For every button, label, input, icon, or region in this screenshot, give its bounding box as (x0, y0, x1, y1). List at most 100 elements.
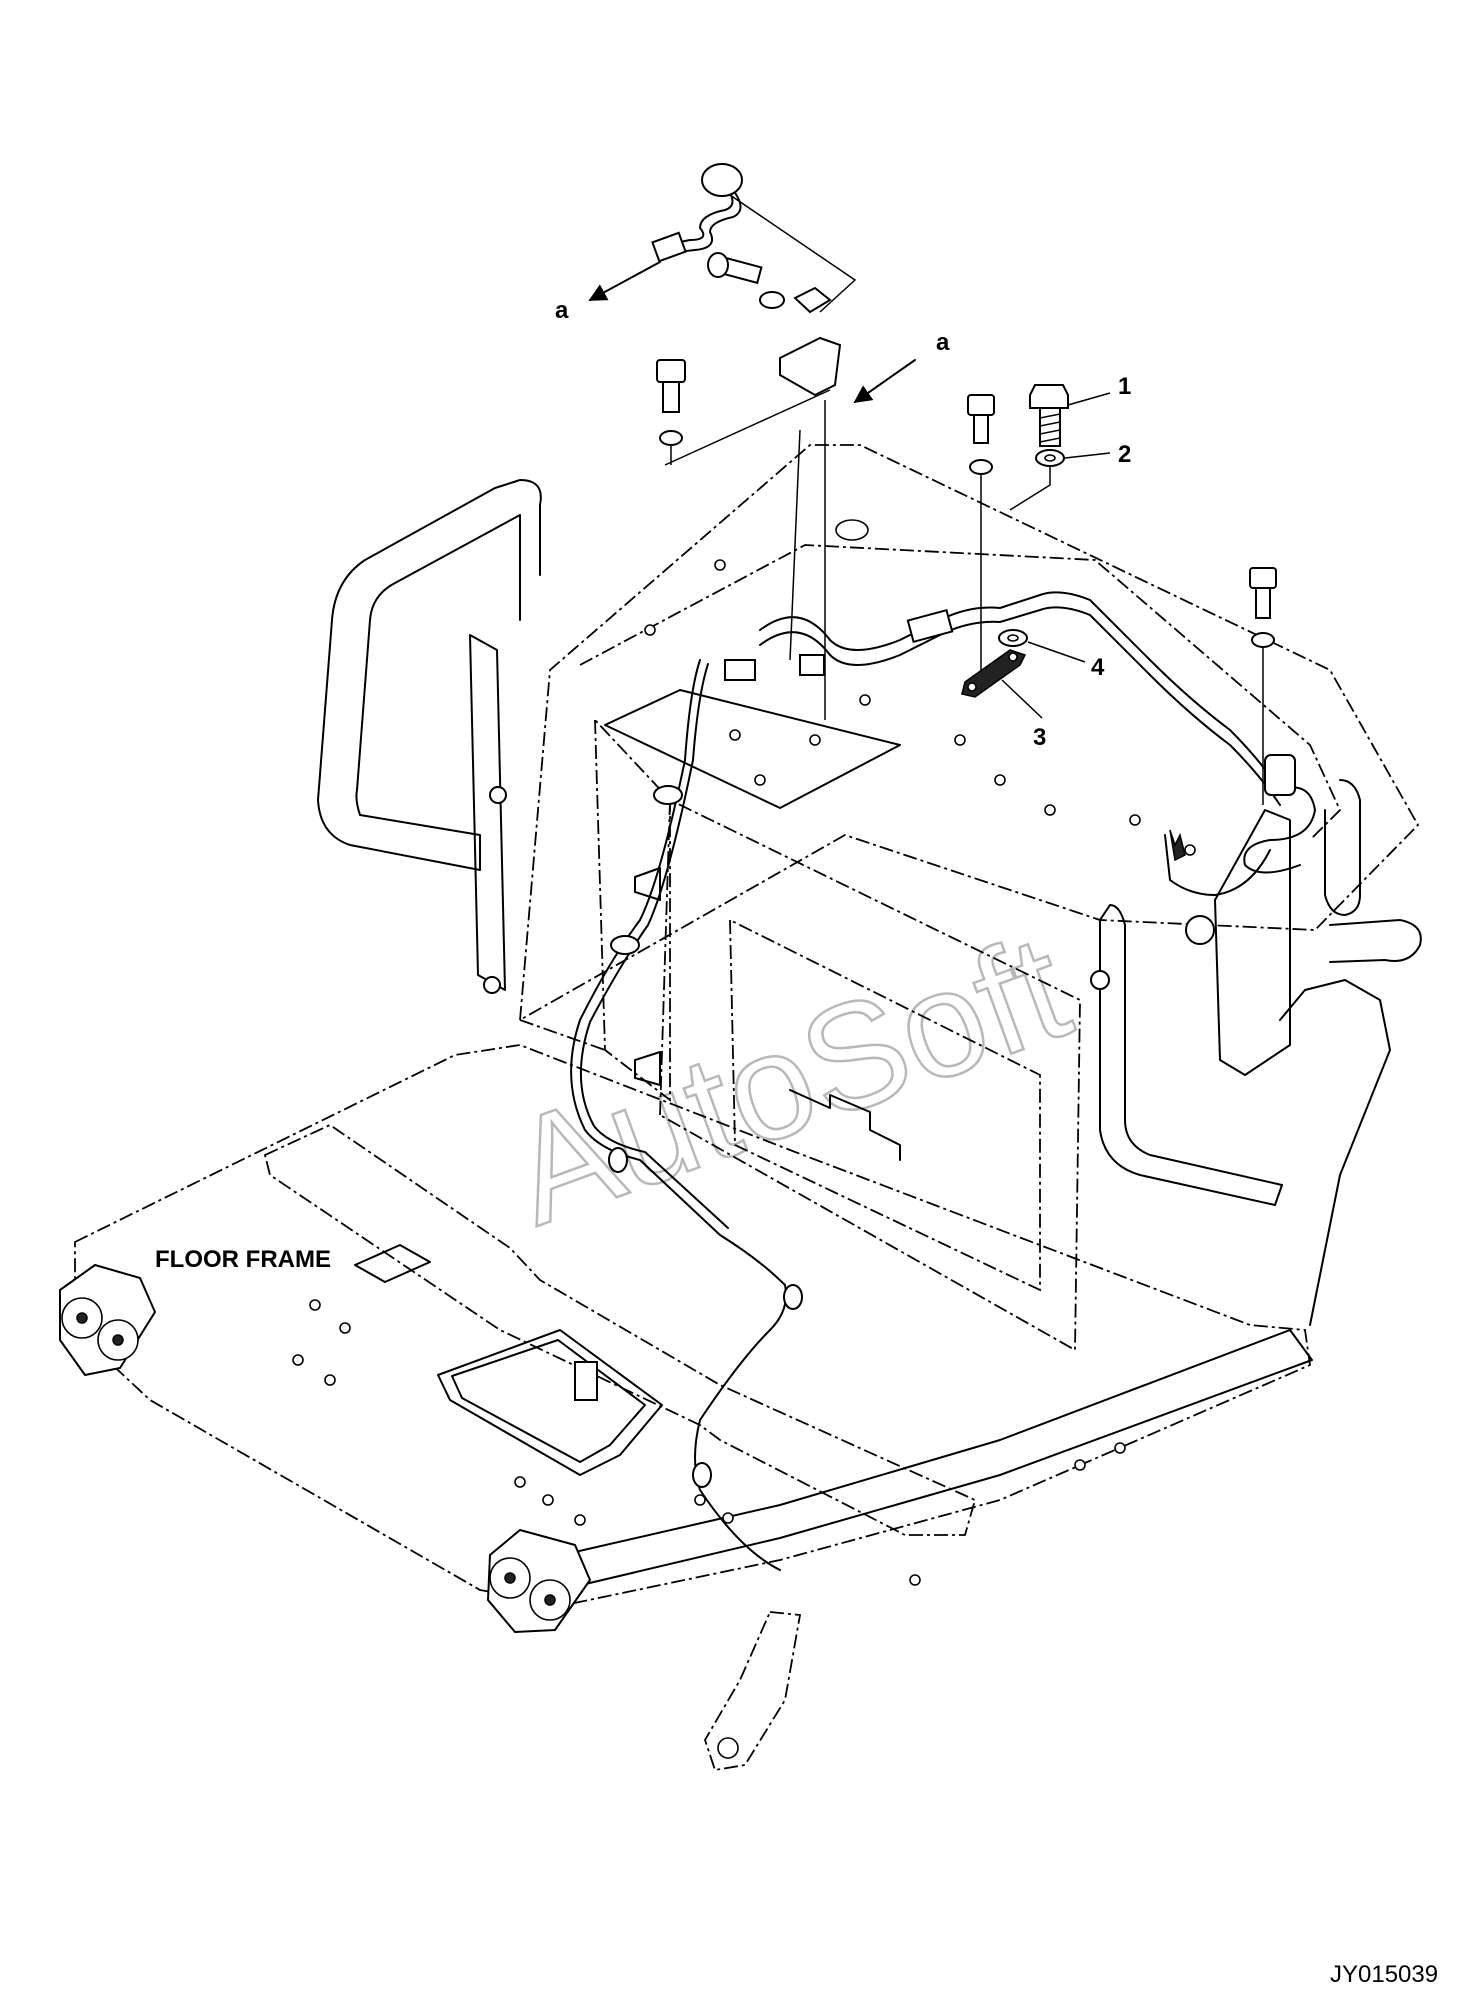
right-guard-rail (1090, 779, 1422, 1326)
plate-holes (292, 1299, 1126, 1586)
right-washer (1251, 632, 1275, 648)
box-top-center-hole (835, 519, 869, 541)
left-bolt-shank (662, 381, 680, 413)
center-bolt-shank (973, 414, 989, 444)
harness-top-run (759, 591, 1281, 791)
right-guard-boss (1185, 915, 1215, 945)
leader-4 (1027, 641, 1086, 663)
pedal-stub (574, 1361, 598, 1401)
watermark: AutoSoft (489, 901, 1090, 1258)
right-bolt-shank (1255, 587, 1271, 619)
side-tab-2 (634, 1051, 661, 1086)
left-guard-bolt-2 (483, 976, 501, 994)
left-guard-outer (317, 479, 542, 871)
right-guard-side (1279, 979, 1391, 1326)
lower-link-arm (704, 1611, 802, 1772)
front-tube (539, 1329, 1313, 1591)
clip-4 (783, 1284, 803, 1310)
connector-housing (651, 231, 687, 263)
floor-plate-outline (74, 1044, 1311, 1606)
left-washer (659, 430, 683, 446)
callout-3: 3 (1033, 724, 1046, 751)
leader-1 (1067, 392, 1111, 406)
pedal-opening (437, 1329, 663, 1476)
harness-right-lead (1164, 834, 1271, 896)
bolt-1-thread (1039, 413, 1061, 443)
part-1-bolt (1029, 384, 1069, 447)
harness-bolt-head (707, 252, 729, 278)
leader-2 (1064, 452, 1111, 459)
connector-3 (799, 654, 825, 676)
floor-frame (59, 1044, 1313, 1772)
left-guard-bolt-1 (489, 786, 507, 804)
assembly-guide-4 (789, 429, 801, 661)
box-back-edge (519, 1019, 606, 1051)
floor-frame-label: FLOOR FRAME (155, 1246, 331, 1273)
box-top-panel (518, 444, 1420, 1022)
washer-2-inner (1044, 454, 1056, 462)
right-bolt-head (1249, 567, 1277, 589)
center-bolt-assembly (967, 394, 995, 690)
box-top-holes (644, 559, 1196, 856)
clamp-plate (779, 336, 842, 397)
callout-leaders (1001, 392, 1111, 719)
right-upper-tube (1324, 779, 1361, 916)
pedal-opening-inner (451, 1339, 646, 1463)
center-pivot-bracket (486, 1528, 592, 1634)
connector-lead (664, 184, 734, 246)
connector-4 (1264, 754, 1296, 796)
strap-3-hole-1 (967, 682, 977, 692)
arrow-a-left (588, 261, 661, 301)
seat-box (518, 444, 1420, 1352)
box-side-face (594, 717, 671, 1102)
right-bolt-assembly (1249, 567, 1277, 805)
harness-connector-assembly (651, 163, 857, 720)
callout-1: 1 (1118, 373, 1131, 400)
grommet (701, 163, 743, 197)
part-2-washer (1009, 449, 1065, 511)
clip-5 (692, 1462, 712, 1488)
watermark-text: AutoSoft (490, 902, 1088, 1257)
harness-bracket (793, 286, 832, 314)
assembly-guide-2 (664, 389, 831, 466)
part-3-strap (961, 649, 1027, 698)
callout-4: 4 (1091, 654, 1105, 681)
drawing-number: JY015039 (1330, 1961, 1438, 1988)
arrow-label-a-left: a (555, 297, 569, 324)
front-tab (789, 1089, 901, 1161)
terminal-lead (1169, 829, 1186, 862)
right-guard-bolt (1090, 970, 1110, 990)
connector-1 (906, 608, 954, 644)
top-inner-plate (604, 689, 901, 809)
left-guard-rail (317, 479, 542, 994)
center-washer (969, 459, 993, 475)
box-top-rim (579, 544, 1342, 841)
bolt-1-head (1029, 384, 1069, 409)
leader-3 (1001, 679, 1043, 719)
strap-3-body (961, 649, 1027, 698)
washer-4-inner (1007, 634, 1019, 642)
connector-2 (724, 659, 756, 681)
harness-washer (759, 291, 785, 309)
clip-2 (610, 935, 640, 955)
reference-arrows (588, 261, 916, 404)
left-bolt-head (656, 359, 686, 383)
right-guard-post (1214, 809, 1291, 1076)
lower-link-hole (717, 1737, 739, 1759)
center-bolt-head (967, 394, 995, 416)
harness-top-run-2 (759, 606, 1281, 806)
clip-3 (608, 1147, 628, 1173)
plate-cutout (354, 1244, 431, 1283)
side-tab-1 (634, 867, 661, 901)
floor-mat-outline (263, 1123, 977, 1536)
harness-right-loop (1243, 786, 1316, 874)
right-guard-tube (1099, 904, 1283, 1206)
callout-2: 2 (1118, 441, 1131, 468)
arrow-a-right (853, 359, 916, 404)
washer-2-guide (1009, 466, 1051, 511)
strap-3-hole-2 (1008, 652, 1018, 662)
box-front-recess (729, 918, 1041, 1292)
left-pivot-bracket (59, 1263, 157, 1377)
left-bolt-assembly (656, 359, 686, 465)
